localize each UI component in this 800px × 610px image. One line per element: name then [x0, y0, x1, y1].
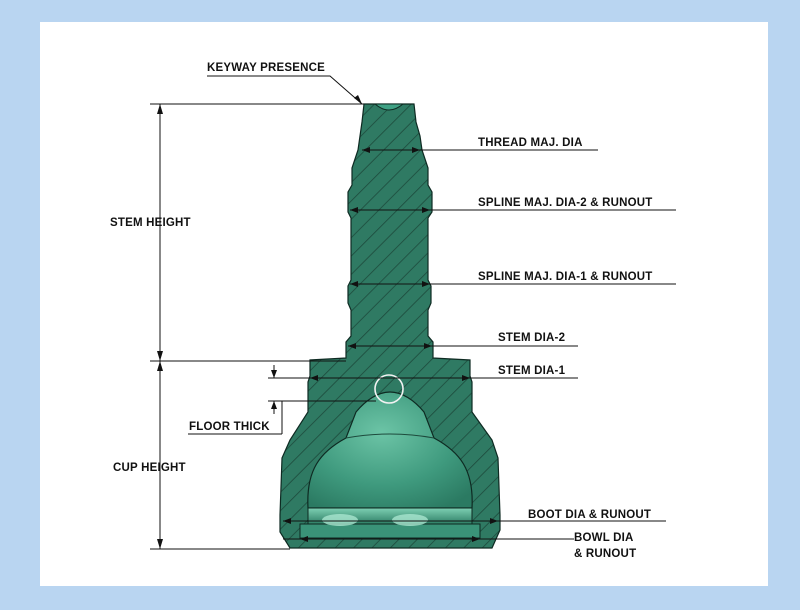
- arrowheads: [157, 95, 498, 549]
- label-thread-maj-dia: THREAD MAJ. DIA: [478, 137, 583, 149]
- label-stem-dia-2: STEM DIA-2: [498, 332, 565, 344]
- highlight-right: [392, 514, 428, 526]
- highlight-left: [322, 514, 358, 526]
- label-keyway-presence: KEYWAY PRESENCE: [207, 62, 325, 74]
- dimension-lines: [150, 75, 676, 550]
- floor-thick-circle: [374, 374, 404, 404]
- keyway-notch: [373, 103, 405, 111]
- dome-seam: [345, 433, 435, 439]
- label-stem-height: STEM HEIGHT: [110, 217, 191, 229]
- bowl-band-lower: [299, 523, 481, 539]
- label-floor-thick: FLOOR THICK: [189, 421, 270, 433]
- label-boot-dia-runout: BOOT DIA & RUNOUT: [528, 509, 651, 521]
- bowl-cavity: [307, 391, 473, 509]
- label-spline-maj-dia-1: SPLINE MAJ. DIA-1 & RUNOUT: [478, 271, 653, 283]
- part-section: [279, 103, 501, 549]
- label-bowl-dia-line2: & RUNOUT: [574, 548, 636, 560]
- label-bowl-dia-line1: BOWL DIA: [574, 532, 634, 544]
- label-stem-dia-1: STEM DIA-1: [498, 365, 566, 377]
- label-spline-maj-dia-2: SPLINE MAJ. DIA-2 & RUNOUT: [478, 197, 653, 209]
- label-cup-height: CUP HEIGHT: [113, 462, 186, 474]
